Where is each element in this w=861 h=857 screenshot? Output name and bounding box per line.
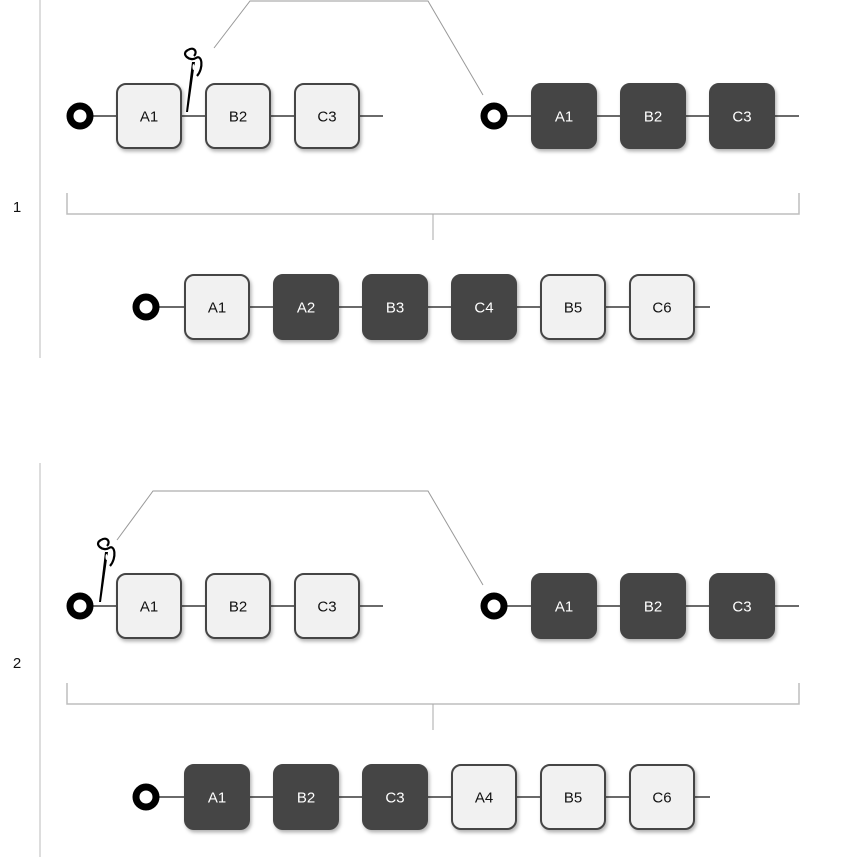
left-row: A1 B2 C3 — [66, 573, 383, 639]
start-node-icon — [480, 592, 508, 620]
start-node-icon — [66, 102, 94, 130]
node-box: B2 — [620, 83, 686, 149]
node-label: A4 — [475, 790, 493, 807]
node-rect — [273, 274, 339, 340]
node-box: C3 — [709, 83, 775, 149]
node-label: B2 — [297, 790, 315, 807]
node-rect — [451, 274, 517, 340]
result-row: A1 B2 C3 A4 B5 C6 — [132, 764, 710, 830]
node-label: A1 — [208, 300, 226, 317]
node-rect — [116, 83, 182, 149]
node-label: B2 — [644, 599, 662, 616]
node-rect — [362, 764, 428, 830]
node-rect — [205, 573, 271, 639]
node-rect — [294, 83, 360, 149]
node-rect — [531, 573, 597, 639]
node-box: B3 — [362, 274, 428, 340]
start-node-icon — [480, 102, 508, 130]
node-rect — [531, 83, 597, 149]
node-box: A2 — [273, 274, 339, 340]
right-row: A1 B2 C3 — [480, 573, 799, 639]
node-label: C6 — [652, 300, 671, 317]
node-label: A1 — [140, 599, 158, 616]
node-rect — [629, 274, 695, 340]
node-box: A1 — [184, 274, 250, 340]
node-label: C3 — [317, 599, 336, 616]
node-box: A1 — [531, 573, 597, 639]
node-box: C3 — [294, 573, 360, 639]
node-label: A1 — [140, 109, 158, 126]
node-label: A2 — [297, 300, 315, 317]
needle-and-thread-icon — [96, 537, 116, 602]
node-rect — [184, 764, 250, 830]
node-label: C4 — [474, 300, 493, 317]
node-box: B2 — [205, 573, 271, 639]
left-row: A1 B2 C3 — [66, 83, 383, 149]
right-row: A1 B2 C3 — [480, 83, 799, 149]
splice-connector — [213, 0, 484, 96]
node-label: B3 — [386, 300, 404, 317]
node-rect — [709, 83, 775, 149]
node-box: A1 — [184, 764, 250, 830]
start-node-icon — [132, 783, 160, 811]
node-box: A1 — [116, 573, 182, 639]
merge-bracket — [66, 683, 800, 705]
node-rect — [540, 274, 606, 340]
node-rect — [273, 764, 339, 830]
start-node-icon — [66, 592, 94, 620]
node-rect — [540, 764, 606, 830]
start-node-icon — [132, 293, 160, 321]
node-rect — [294, 573, 360, 639]
node-label: C3 — [385, 790, 404, 807]
node-label: B2 — [644, 109, 662, 126]
step-label: 2 — [13, 655, 21, 672]
node-label: C3 — [732, 599, 751, 616]
node-box: C3 — [709, 573, 775, 639]
node-box: B2 — [273, 764, 339, 830]
node-box: C6 — [629, 274, 695, 340]
node-rect — [184, 274, 250, 340]
result-row: A1 A2 B3 C4 B5 C6 — [132, 274, 710, 340]
node-box: A4 — [451, 764, 517, 830]
node-rect — [116, 573, 182, 639]
node-box: B5 — [540, 764, 606, 830]
merge-bracket — [66, 193, 800, 215]
node-rect — [451, 764, 517, 830]
node-label: B2 — [229, 599, 247, 616]
node-rect — [620, 83, 686, 149]
node-box: A1 — [531, 83, 597, 149]
node-rect — [629, 764, 695, 830]
node-box: C3 — [362, 764, 428, 830]
node-box: C3 — [294, 83, 360, 149]
step-label: 1 — [13, 199, 21, 216]
node-label: C3 — [317, 109, 336, 126]
node-label: B2 — [229, 109, 247, 126]
node-rect — [709, 573, 775, 639]
node-rect — [205, 83, 271, 149]
node-label: A1 — [555, 109, 573, 126]
node-label: B5 — [564, 300, 582, 317]
node-rect — [362, 274, 428, 340]
node-box: C6 — [629, 764, 695, 830]
node-label: C6 — [652, 790, 671, 807]
node-box: B2 — [205, 83, 271, 149]
node-rect — [620, 573, 686, 639]
node-label: A1 — [555, 599, 573, 616]
node-box: A1 — [116, 83, 182, 149]
splice-connector — [116, 490, 484, 586]
node-box: C4 — [451, 274, 517, 340]
node-box: B5 — [540, 274, 606, 340]
node-box: B2 — [620, 573, 686, 639]
node-label: C3 — [732, 109, 751, 126]
node-label: B5 — [564, 790, 582, 807]
node-label: A1 — [208, 790, 226, 807]
needle-and-thread-icon — [183, 47, 203, 112]
